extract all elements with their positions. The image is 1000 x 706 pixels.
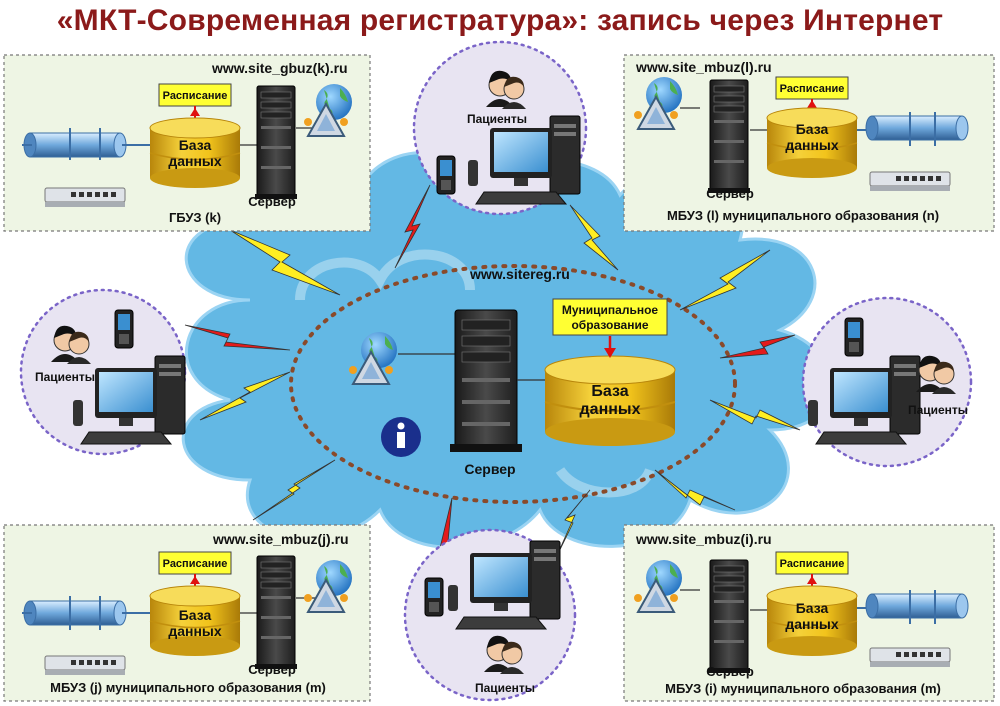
patients-label: Пациенты [467,112,527,126]
institution-top-left: www.site_gbuz(k).ru Расписание База данн… [22,60,353,225]
server-label: Сервер [248,194,296,209]
central-registry: www.sitereg.ru Сервер База данных [348,266,676,477]
site-url: www.site_mbuz(j).ru [212,531,349,547]
institution-bottom-left: www.site_mbuz(j).ru Расписание База данн… [22,531,353,695]
central-db-label-2: данных [580,401,641,418]
central-database [544,355,676,446]
institution-name: МБУЗ (l) муниципального образования (n) [667,208,939,223]
central-server-label: Сервер [464,461,515,477]
patients-bottom: Пациенты [424,540,561,695]
db-label-2: данных [785,137,839,153]
schedule-label: Расписание [163,558,228,570]
municipal-label-2: образование [571,318,648,332]
central-db-label-1: База [591,383,628,400]
diagram-title: «МКТ-Современная регистратура»: запись ч… [56,4,944,37]
institution-name: МБУЗ (j) муниципального образования (m) [50,680,326,695]
connection-bolts [184,184,801,591]
schedule-label: Расписание [780,83,845,95]
db-label-2: данных [168,623,222,639]
db-label-1: База [796,121,829,137]
server-label: Сервер [248,662,296,677]
patients-label: Пациенты [908,403,968,417]
site-url: www.site_gbuz(k).ru [211,60,348,76]
site-url: www.site_mbuz(i).ru [635,531,772,547]
schedule-label: Расписание [163,90,228,102]
institution-name: ГБУЗ (k) [169,210,221,225]
municipal-label-1: Муниципальное [562,303,659,317]
server-label: Сервер [706,664,754,679]
municipal-box [552,298,668,336]
db-label-1: База [179,607,212,623]
central-server [450,309,522,452]
patients-top: Пациенты [436,70,581,205]
db-label-2: данных [785,616,839,632]
institution-bottom-right: www.site_mbuz(i).ru Расписание База данн… [633,531,969,696]
patients-label: Пациенты [475,681,535,695]
patients-right: Пациенты [807,317,968,445]
info-icon [381,417,421,457]
schedule-label: Расписание [780,558,845,570]
central-registry-boundary [289,264,737,504]
institution-name: МБУЗ (i) муниципального образования (m) [665,681,941,696]
server-label: Сервер [706,186,754,201]
site-url: www.site_mbuz(l).ru [635,59,772,75]
db-label-2: данных [168,153,222,169]
patients-left: Пациенты [35,309,186,445]
db-label-1: База [796,600,829,616]
central-site-url: www.sitereg.ru [469,266,570,282]
institution-top-right: www.site_mbuz(l).ru Расписание База данн… [633,59,969,223]
patients-label: Пациенты [35,370,95,384]
db-label-1: База [179,137,212,153]
